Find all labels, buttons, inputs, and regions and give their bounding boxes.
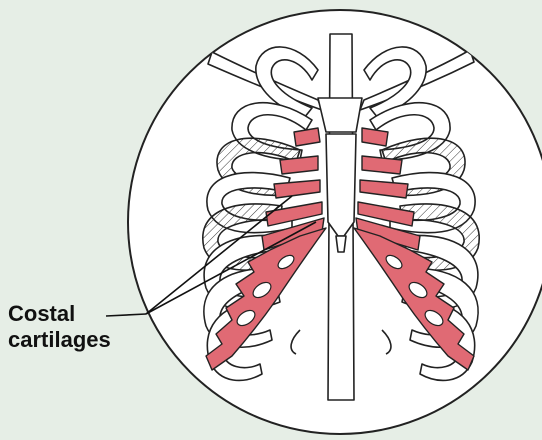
- cartilage-left-1: [294, 128, 320, 146]
- xiphoid-process: [336, 236, 346, 252]
- label-line-2: cartilages: [8, 327, 111, 353]
- label-line-1: Costal: [8, 301, 111, 327]
- cartilage-left-2: [280, 156, 318, 174]
- cartilage-right-2: [362, 156, 402, 174]
- cartilage-right-1: [362, 128, 388, 146]
- costal-cartilages-label: Costal cartilages: [8, 301, 111, 353]
- sternum-manubrium: [318, 98, 362, 132]
- sternum-body: [326, 134, 356, 236]
